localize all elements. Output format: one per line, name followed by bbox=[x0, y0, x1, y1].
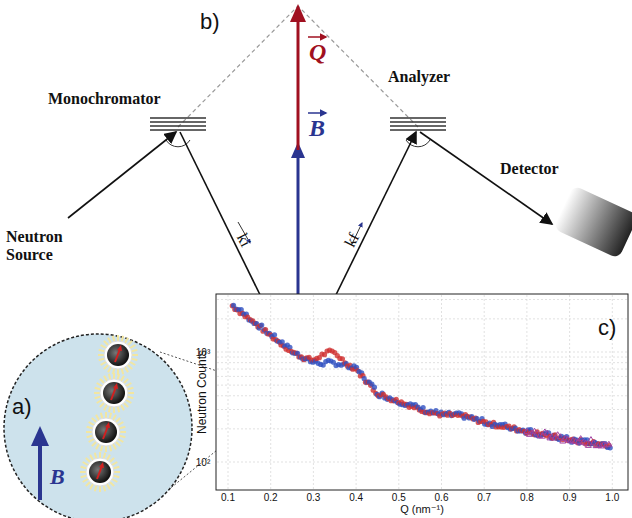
tick-label: 0.5 bbox=[392, 492, 406, 503]
grid-line bbox=[313, 295, 314, 489]
tick-label: 0.6 bbox=[435, 492, 449, 503]
panel-letter: a) bbox=[12, 395, 32, 419]
tick-label: 10³ bbox=[196, 347, 210, 358]
grid-line bbox=[217, 357, 627, 358]
grid-line bbox=[217, 318, 627, 319]
component-label: Monochromator bbox=[48, 90, 161, 108]
grid-line bbox=[228, 295, 229, 489]
axis-title: Neutron Counts bbox=[196, 350, 209, 434]
tick-label: 0.2 bbox=[264, 492, 278, 503]
vector-label: B bbox=[309, 115, 325, 141]
axis-title: Q (nm⁻¹) bbox=[400, 503, 444, 515]
tick-label: 0.7 bbox=[477, 492, 491, 503]
panel-letter: c) bbox=[598, 316, 616, 340]
tick-label: 0.1 bbox=[221, 492, 235, 503]
panel-letter: b) bbox=[200, 10, 220, 34]
grid-line bbox=[484, 295, 485, 489]
nanoparticle bbox=[80, 452, 120, 492]
tick-label: 0.8 bbox=[520, 492, 534, 503]
component-label: Detector bbox=[500, 160, 559, 178]
data-point bbox=[606, 441, 612, 446]
tick-label: 0.4 bbox=[349, 492, 363, 503]
tick-label: 0.3 bbox=[306, 492, 320, 503]
grid-line bbox=[217, 376, 627, 377]
vector-label: Q bbox=[309, 39, 326, 65]
grid-line bbox=[526, 295, 527, 489]
vector-label: B bbox=[50, 465, 65, 489]
nanoparticle bbox=[98, 335, 138, 375]
data-point bbox=[421, 405, 426, 410]
grid-line bbox=[441, 295, 442, 489]
grid-line bbox=[217, 369, 627, 370]
grid-line bbox=[217, 299, 627, 300]
grid-line bbox=[217, 385, 627, 386]
data-point bbox=[259, 322, 264, 327]
grid-line bbox=[217, 352, 627, 353]
grid-line bbox=[270, 295, 271, 489]
grid-line bbox=[217, 462, 627, 463]
component-label: Neutron Source bbox=[6, 228, 76, 263]
component-label: Analyzer bbox=[388, 68, 450, 86]
grid-line bbox=[356, 295, 357, 489]
tick-label: 10² bbox=[196, 457, 210, 468]
nanoparticle bbox=[86, 412, 126, 452]
grid-line bbox=[569, 295, 570, 489]
data-point bbox=[372, 385, 377, 390]
grid-line bbox=[217, 428, 627, 429]
nanoparticle bbox=[94, 373, 134, 413]
grid-line bbox=[217, 395, 627, 396]
grid-line bbox=[398, 295, 399, 489]
data-point bbox=[272, 332, 277, 337]
grid-line bbox=[217, 362, 627, 363]
tick-label: 0.9 bbox=[563, 492, 577, 503]
vector-label: ki bbox=[233, 230, 254, 249]
tick-label: 1.0 bbox=[605, 492, 619, 503]
